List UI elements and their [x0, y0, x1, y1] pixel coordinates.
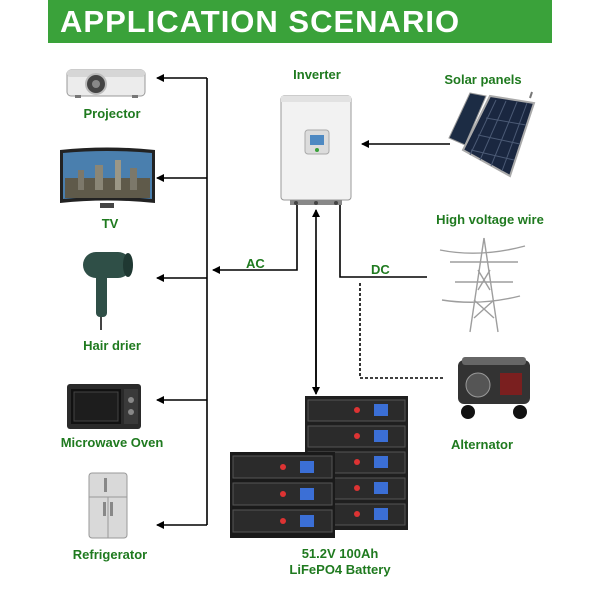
- power-tower-icon: [439, 237, 526, 333]
- battery-spec: 51.2V 100Ah: [301, 546, 379, 561]
- alternator-line: [359, 283, 444, 379]
- refrigerator-icon: [88, 472, 128, 539]
- projector-icon: [66, 69, 146, 98]
- inverter-label: Inverter: [293, 67, 341, 82]
- dc-label: DC: [371, 262, 390, 277]
- microwave-label: Microwave Oven: [60, 435, 164, 450]
- hair-drier-icon: [83, 252, 133, 330]
- solar-panels-icon: [448, 91, 536, 178]
- dc-line: [339, 203, 427, 278]
- alternator-icon: [458, 357, 530, 419]
- inverter-icon: [280, 95, 352, 205]
- header-banner: APPLICATION SCENARIO: [48, 0, 552, 43]
- projector-label: Projector: [83, 106, 141, 121]
- battery-type: LiFePO4 Battery: [289, 562, 391, 577]
- high-voltage-wire-label: High voltage wire: [436, 212, 544, 227]
- alternator-label: Alternator: [450, 437, 514, 452]
- battery-label: 51.2V 100Ah LiFePO4 Battery: [289, 546, 390, 578]
- ac-label: AC: [246, 256, 265, 271]
- refrigerator-label: Refrigerator: [72, 547, 148, 562]
- ac-line: [212, 203, 298, 274]
- tv-label: TV: [101, 216, 119, 231]
- battery-rack-small-icon: [230, 452, 335, 538]
- hair-drier-label: Hair drier: [83, 338, 141, 353]
- tv-icon: [60, 147, 155, 208]
- microwave-icon: [67, 384, 141, 429]
- page-title: APPLICATION SCENARIO: [60, 4, 461, 39]
- solar-panels-label: Solar panels: [444, 72, 522, 87]
